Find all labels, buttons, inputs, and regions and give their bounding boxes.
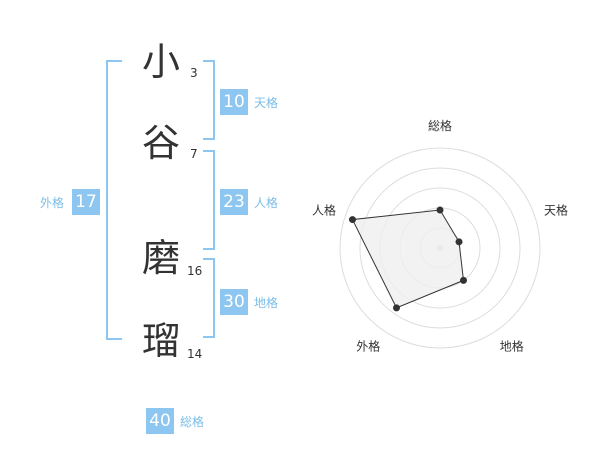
gaikaku-label: 外格	[40, 196, 65, 210]
name-char-1: 小	[142, 40, 181, 84]
stroke-count-1: 3	[190, 66, 198, 80]
name-char-4: 瑠	[142, 319, 181, 363]
radar-axis-label-0: 総格	[428, 118, 452, 133]
stroke-count-3: 16	[187, 264, 203, 278]
jinkaku-bracket	[203, 150, 215, 250]
tenkaku-bracket	[203, 60, 215, 140]
gaikaku-value: 17	[72, 189, 100, 215]
gaikaku-bracket	[106, 60, 122, 340]
stroke-count-2: 7	[190, 147, 198, 161]
jinkaku-value: 23	[220, 189, 248, 215]
name-char-2: 谷	[142, 121, 181, 165]
tenkaku-label: 天格	[254, 96, 279, 110]
radar-ring-5	[339, 147, 541, 349]
soukaku-label: 総格	[180, 415, 205, 429]
radar-point-0	[436, 206, 444, 214]
radar-axis-label-4: 人格	[312, 202, 336, 217]
tenkaku-value: 10	[220, 89, 248, 115]
radar-point-1	[455, 238, 463, 246]
name-char-3: 磨	[142, 236, 181, 280]
radar-axis-label-2: 地格	[500, 339, 524, 354]
radar-point-3	[393, 304, 401, 312]
jinkaku-label: 人格	[254, 196, 279, 210]
chikaku-bracket	[203, 258, 215, 338]
stroke-count-4: 14	[187, 347, 203, 361]
radar-point-2	[460, 276, 468, 284]
soukaku-value: 40	[146, 408, 174, 434]
chikaku-value: 30	[220, 289, 248, 315]
chikaku-label: 地格	[254, 296, 279, 310]
radar-axis-label-3: 外格	[356, 339, 380, 354]
radar-axis-label-1: 天格	[544, 202, 568, 217]
radar-area	[351, 209, 465, 309]
radar-point-4	[349, 216, 357, 224]
radar-ring-4	[359, 167, 521, 329]
